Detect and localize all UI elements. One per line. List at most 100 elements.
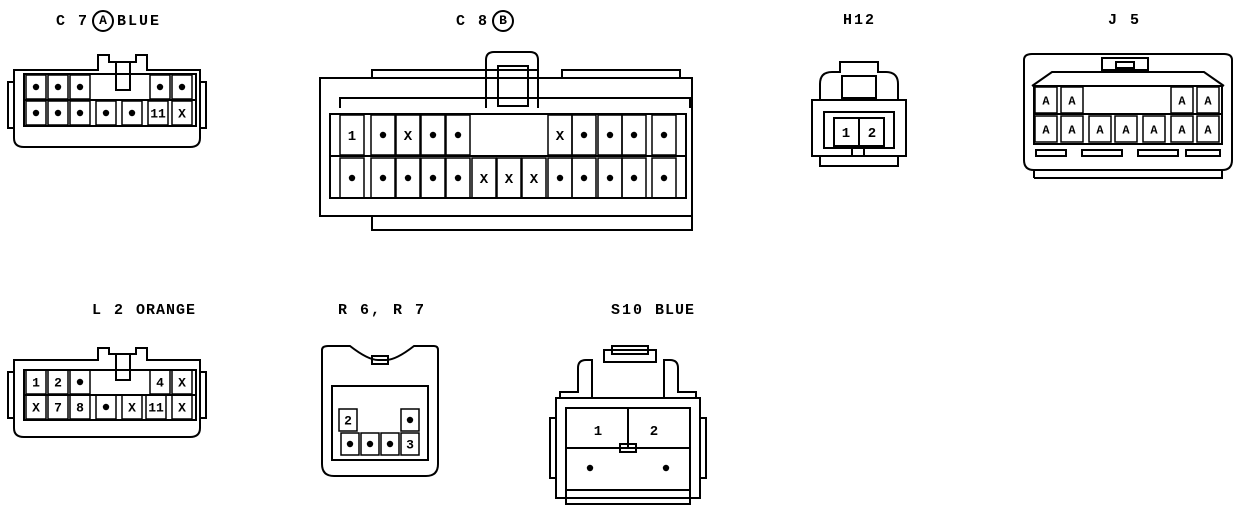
c8-pin: X <box>471 157 497 199</box>
connector-c7: 11 X <box>7 54 207 148</box>
c8-pin <box>597 114 623 156</box>
c8-pin <box>651 157 677 199</box>
svg-text:A: A <box>1042 123 1050 137</box>
h12-code: H12 <box>843 12 877 29</box>
svg-text:2: 2 <box>344 414 352 429</box>
c7-pin <box>121 100 143 126</box>
c7-pin <box>69 74 91 100</box>
svg-text:2: 2 <box>650 424 658 440</box>
svg-text:1: 1 <box>348 129 356 145</box>
svg-text:2: 2 <box>54 376 62 391</box>
svg-text:3: 3 <box>406 438 414 453</box>
j5-pin: A <box>1034 86 1058 114</box>
c7-code: C 7 <box>56 12 90 30</box>
l2-pin: 4 <box>149 369 171 395</box>
svg-text:A: A <box>1042 94 1050 108</box>
c7-color: BLUE <box>117 12 162 30</box>
c8-pin <box>597 157 623 199</box>
svg-text:4: 4 <box>156 376 164 391</box>
j5-pin: A <box>1196 86 1220 114</box>
j5-pin: A <box>1034 115 1058 143</box>
c8-code: C 8 <box>456 12 490 30</box>
svg-text:X: X <box>505 172 514 188</box>
r6r7-pin: 2 <box>338 408 358 432</box>
c7-pin <box>149 74 171 100</box>
c8-pin: X <box>547 114 573 156</box>
c7-pin <box>25 74 47 100</box>
svg-text:7: 7 <box>54 401 62 416</box>
c8-pin <box>445 114 471 156</box>
c8-pin <box>651 114 677 156</box>
l2-pin: 1 <box>25 369 47 395</box>
c7-pin-grid: 11 X <box>25 74 193 126</box>
j5-code: J 5 <box>1108 12 1142 29</box>
s10-pin: 2 <box>650 424 658 440</box>
c8-pin <box>395 157 421 199</box>
j5-pin: A <box>1196 115 1220 143</box>
r6r7-pin-grid: 23 <box>338 408 420 456</box>
s10-pin: 1 <box>594 424 602 440</box>
j5-pin: A <box>1142 115 1166 143</box>
svg-text:A: A <box>1096 123 1104 137</box>
c8-circle-letter: B <box>492 10 515 32</box>
c7-pin <box>95 100 117 126</box>
c7-pin: X <box>171 100 193 126</box>
r6r7-pin <box>360 432 380 456</box>
c8-pin <box>571 157 597 199</box>
l2-pin: 11 <box>145 394 167 420</box>
svg-text:X: X <box>480 172 489 188</box>
c7-pin <box>47 74 69 100</box>
svg-text:1: 1 <box>594 424 602 440</box>
c8-pin: X <box>521 157 547 199</box>
s10-color: BLUE <box>655 302 696 319</box>
svg-text:X: X <box>32 401 40 416</box>
r6r7-pin <box>400 408 420 432</box>
svg-text:11: 11 <box>150 107 166 122</box>
c8-pin <box>547 157 573 199</box>
svg-text:11: 11 <box>148 401 164 416</box>
svg-text:X: X <box>128 401 136 416</box>
svg-text:A: A <box>1150 123 1158 137</box>
svg-text:X: X <box>530 172 539 188</box>
j5-title: J 5 <box>1108 12 1141 29</box>
r6r7-code: R 6, R 7 <box>338 302 427 319</box>
svg-text:A: A <box>1068 94 1076 108</box>
c7-pin <box>47 100 69 126</box>
c7-pin <box>69 100 91 126</box>
l2-pin: X <box>25 394 47 420</box>
svg-text:A: A <box>1122 123 1130 137</box>
svg-text:X: X <box>556 129 565 145</box>
c8-pin <box>420 157 446 199</box>
l2-title: L 2 ORANGE <box>92 302 196 319</box>
c8-pin: 1 <box>339 114 365 156</box>
c8-pin <box>621 157 647 199</box>
svg-text:A: A <box>1068 123 1076 137</box>
l2-pin: X <box>121 394 143 420</box>
j5-pin: A <box>1170 115 1194 143</box>
c7-pin <box>25 100 47 126</box>
svg-text:X: X <box>178 107 186 122</box>
l2-pin: X <box>171 394 193 420</box>
j5-pin: A <box>1060 86 1084 114</box>
svg-text:8: 8 <box>76 401 84 416</box>
j5-pin: A <box>1088 115 1112 143</box>
s10-title: S10 BLUE <box>611 302 695 319</box>
svg-text:A: A <box>1204 123 1212 137</box>
c8-pin <box>370 157 396 199</box>
c8-pin: X <box>496 157 522 199</box>
svg-text:1: 1 <box>32 376 40 391</box>
l2-pin: 7 <box>47 394 69 420</box>
c7-pin: 11 <box>147 100 169 126</box>
l2-pin: X <box>171 369 193 395</box>
